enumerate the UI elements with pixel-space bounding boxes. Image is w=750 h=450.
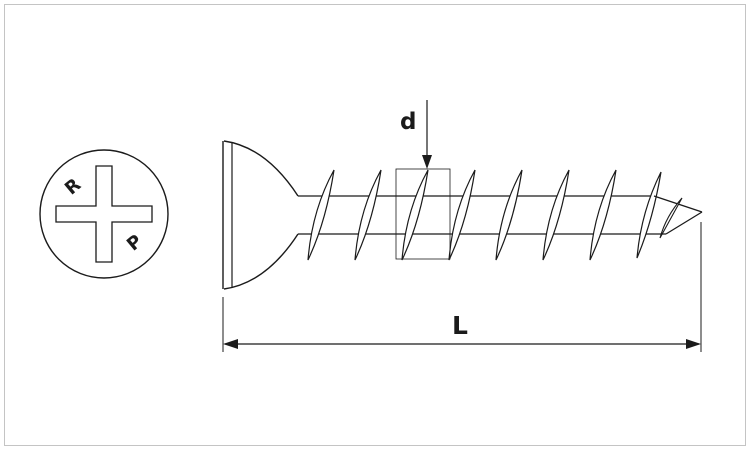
length-arrowhead-left — [223, 339, 238, 349]
screw-shank — [298, 195, 666, 235]
screw-side-view — [222, 140, 703, 290]
length-label: L — [452, 311, 468, 340]
thread-blade — [401, 169, 429, 261]
length-dimension: L — [222, 222, 702, 352]
thread-blade — [448, 169, 476, 261]
screw-head-end-view: R P — [39, 149, 169, 279]
screw-tip — [653, 195, 703, 239]
screw-head — [222, 140, 299, 290]
diameter-dimension: d — [395, 100, 451, 260]
thread-blade — [307, 169, 335, 261]
head-bugle-curve-bottom — [223, 233, 299, 290]
head-bugle-curve-top — [223, 140, 299, 197]
thread-blade — [636, 171, 662, 259]
thread-blade — [542, 169, 570, 261]
length-arrowhead-right — [686, 339, 701, 349]
thread-blade — [495, 169, 523, 261]
tip-thread-blade — [659, 197, 683, 239]
phillips-recess-outline — [55, 165, 153, 263]
head-outline-circle — [39, 149, 169, 279]
thread-blade — [589, 169, 617, 261]
thread-blade — [354, 169, 382, 261]
diameter-arrowhead — [422, 155, 432, 169]
letter-P-label: P — [123, 231, 147, 256]
letter-R-label: R — [61, 174, 85, 199]
diameter-reference-box — [395, 168, 451, 260]
diameter-label: d — [400, 109, 416, 135]
tip-bottom-edge — [665, 211, 703, 235]
screw-threads — [307, 169, 662, 261]
drawing-border — [4, 4, 746, 446]
